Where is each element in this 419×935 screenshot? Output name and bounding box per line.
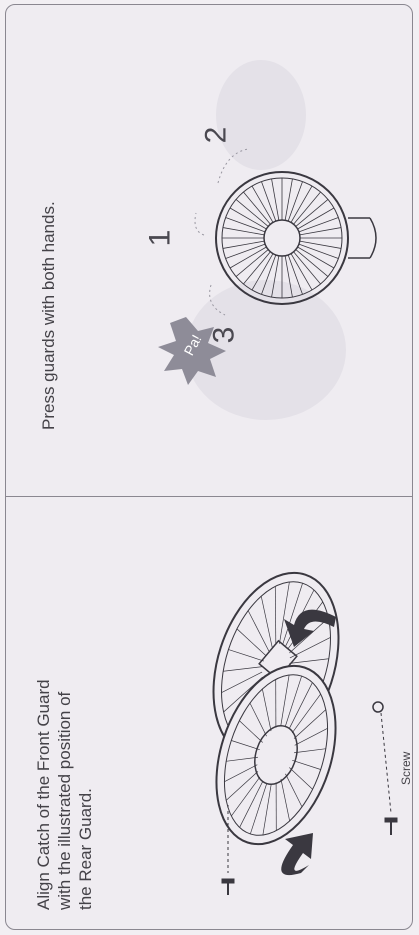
callout-3: 3 <box>209 327 239 344</box>
grill-spoke <box>236 250 268 277</box>
grill-spoke <box>272 179 279 220</box>
grill-spoke <box>238 611 278 651</box>
grill-spoke <box>285 179 292 220</box>
panel-divider <box>6 496 412 497</box>
instruction-sheet: Press guards with both hands. <box>5 4 413 930</box>
instruction-line-2: with the illustrated position of <box>54 679 75 910</box>
screw-right <box>373 702 397 835</box>
callout-2: 2 <box>201 127 231 144</box>
instruction-line-1: Align Catch of the Front Guard <box>33 679 54 910</box>
grill-spoke <box>223 228 264 235</box>
grill-spoke <box>236 199 268 226</box>
instruction-line-3: the Rear Guard. <box>75 679 96 910</box>
grill-spoke <box>300 241 341 248</box>
grill-spoke <box>258 586 293 644</box>
grill-spoke <box>296 199 328 226</box>
grill-spoke <box>232 629 271 656</box>
grill-spoke <box>296 250 328 277</box>
screw-label: Screw <box>399 752 413 785</box>
callout-1: 1 <box>145 230 175 247</box>
grill-spoke <box>300 228 341 235</box>
align-catch-instruction: Align Catch of the Front Guard with the … <box>33 679 96 910</box>
grill-spoke <box>223 241 264 248</box>
grill-spoke <box>229 650 264 661</box>
rotate-arrow-bottom <box>281 833 313 875</box>
grill-spoke <box>243 252 270 284</box>
grill-spoke <box>294 252 321 284</box>
grill-spoke <box>243 192 270 224</box>
grill-spoke <box>294 192 321 224</box>
grill-spoke <box>223 656 262 683</box>
